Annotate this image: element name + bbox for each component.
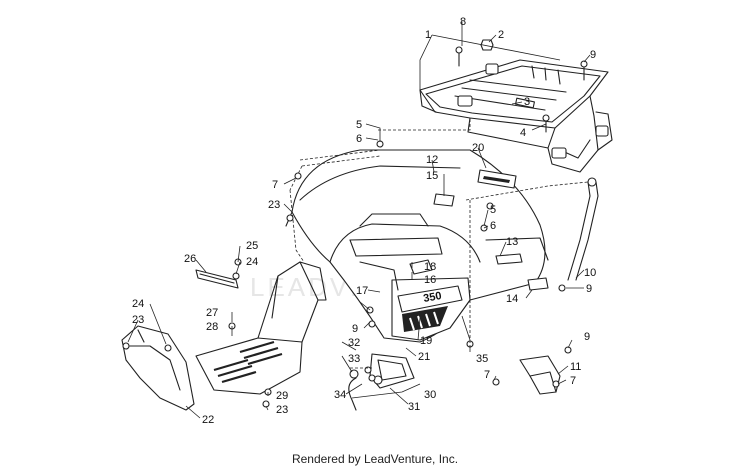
callout-30: 30 [424, 389, 436, 401]
callout-20: 20 [472, 142, 484, 154]
callout-31: 31 [408, 401, 420, 413]
callout-18: 18 [424, 261, 436, 273]
callout-21: 21 [418, 351, 430, 363]
callout-13: 13 [506, 236, 518, 248]
callout-34: 34 [334, 389, 346, 401]
callout-9c: 9 [584, 331, 590, 343]
footrest-bracket [519, 355, 561, 395]
callout-6: 6 [356, 133, 362, 145]
side-panel [121, 325, 195, 411]
callout-23c: 23 [276, 404, 288, 416]
callout-7b: 7 [484, 369, 490, 381]
callout-11: 11 [570, 361, 581, 373]
rear-rack [419, 59, 613, 173]
leader-lines [127, 22, 591, 419]
callout-14: 14 [506, 293, 518, 305]
callout-32: 32 [348, 337, 360, 349]
callout-35: 35 [476, 353, 488, 365]
decal-text: 350 [422, 290, 442, 305]
grab-bar [567, 177, 599, 281]
callout-6b: 6 [490, 220, 496, 232]
callout-1: 1 [425, 29, 431, 41]
callout-28: 28 [206, 321, 218, 333]
callout-9: 9 [590, 49, 596, 61]
callout-9d: 9 [586, 283, 592, 295]
callout-29: 29 [276, 390, 288, 402]
callout-12: 12 [426, 154, 438, 166]
callout-labels: 1 8 2 9 3 4 5 6 7 23 12 15 20 5 6 13 18 … [132, 16, 596, 426]
callout-27: 27 [206, 307, 218, 319]
callout-5b: 5 [490, 204, 496, 216]
callout-7c: 7 [570, 375, 576, 387]
footer-credit: Rendered by LeadVenture, Inc. [291, 452, 459, 466]
footwell [195, 261, 327, 395]
callout-7: 7 [272, 179, 278, 191]
tail-light [348, 353, 415, 411]
callout-22: 22 [202, 414, 214, 426]
callout-2: 2 [498, 29, 504, 41]
callout-5: 5 [356, 119, 362, 131]
model-decal: 350 [397, 285, 463, 332]
callout-8: 8 [460, 16, 466, 28]
callout-26: 26 [184, 253, 196, 265]
callout-24: 24 [246, 256, 258, 268]
callout-15: 15 [426, 170, 438, 182]
callout-9b: 9 [352, 323, 358, 335]
callout-3: 3 [524, 96, 530, 108]
guide-lines [299, 118, 589, 369]
callout-33: 33 [348, 353, 360, 365]
callout-23b: 23 [132, 314, 144, 326]
callout-4: 4 [520, 127, 526, 139]
callout-25: 25 [246, 240, 258, 252]
callout-17: 17 [356, 285, 368, 297]
left-fender-extension [289, 155, 381, 263]
fender-small-parts [409, 193, 549, 291]
callout-23: 23 [268, 199, 280, 211]
fender-decal [477, 169, 517, 189]
callout-24b: 24 [132, 298, 144, 310]
callout-16: 16 [424, 274, 436, 286]
callout-19: 19 [420, 335, 432, 347]
heel-guard [195, 269, 239, 289]
callout-10: 10 [584, 267, 596, 279]
